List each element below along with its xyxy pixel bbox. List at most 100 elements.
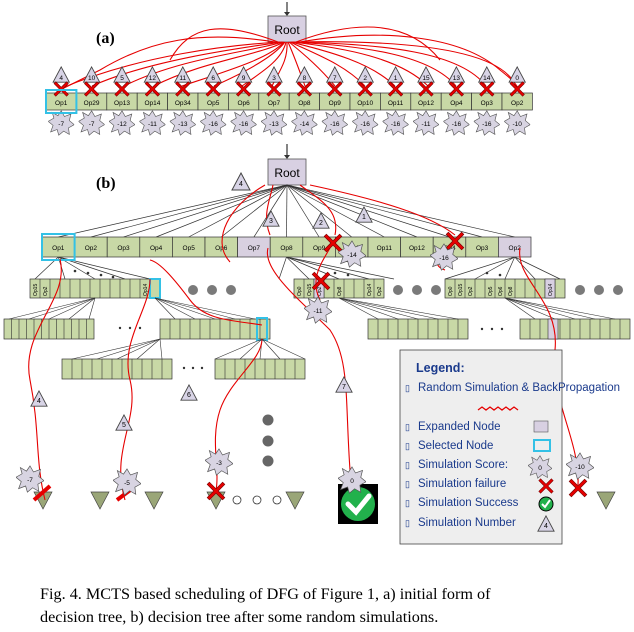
leaf-score-1: -5 xyxy=(124,480,130,487)
score-a: -16 xyxy=(360,121,370,128)
sim-number-a: 4 xyxy=(59,75,63,82)
sim-number-a: 11 xyxy=(179,75,186,82)
svg-text:▯: ▯ xyxy=(405,422,410,432)
legend-item-6: Simulation Number xyxy=(418,517,516,529)
op-cell-b[interactable]: Op2 xyxy=(74,236,108,258)
legend-item-2: Selected Node xyxy=(418,440,493,452)
op-cell-a[interactable]: Op12 xyxy=(410,92,442,111)
leaf-score-4: -10 xyxy=(575,464,585,471)
op-cell-b[interactable]: Op11 xyxy=(367,236,401,258)
sim-number-a: 8 xyxy=(303,75,307,82)
level2c-op-5: Op8 xyxy=(508,286,514,296)
op-cell-b[interactable]: Op7 xyxy=(237,236,271,258)
simulation-paths-a xyxy=(59,26,519,91)
sim-number-a: 3 xyxy=(272,75,276,82)
op-cell-b[interactable]: Op6 xyxy=(204,236,238,258)
op-cell-b[interactable]: Op12 xyxy=(400,236,434,258)
op-cell-a[interactable]: Op9 xyxy=(319,92,351,111)
sim-number-a: 6 xyxy=(211,75,215,82)
path-sim-2: 6 xyxy=(187,392,191,399)
level2b-op-0: Op0 xyxy=(297,286,303,296)
level2b-op-3: Op8 xyxy=(337,286,343,296)
leaf-score-2: -3 xyxy=(216,460,222,467)
caption-line-1: Fig. 4. MCTS based scheduling of DFG of … xyxy=(40,585,491,603)
op-cell-a[interactable]: Op34 xyxy=(167,92,199,111)
sim-number-a: 1 xyxy=(394,75,398,82)
ellipsis-circle xyxy=(272,495,282,505)
op-label-a: Op4 xyxy=(450,100,463,107)
sim-number-a: 2 xyxy=(363,75,367,82)
op-cell-a[interactable]: Op4 xyxy=(440,92,472,111)
op-cell-a[interactable]: Op8 xyxy=(288,92,320,111)
op-cell-a[interactable]: Op3 xyxy=(471,92,503,111)
legend-item-3: Simulation Score: xyxy=(418,459,508,471)
legend-title: Legend: xyxy=(416,361,465,375)
sim-number-a: 0 xyxy=(515,75,519,82)
level2-middle: Op0 Op15 Op2 Op8 Op14 Op2 xyxy=(293,278,385,299)
score-a: -14 xyxy=(300,121,310,128)
level2c-op-2: Op2 xyxy=(468,286,474,296)
op-cell-b[interactable]: Op8 xyxy=(269,236,304,258)
op-label-a: Op10 xyxy=(357,100,373,107)
root-node-b[interactable]: Root xyxy=(267,158,307,186)
legend-success-icon xyxy=(538,496,554,512)
ellipsis-dots xyxy=(73,269,502,279)
op-label-b: Op6 xyxy=(215,245,228,252)
score-a: -16 xyxy=(391,121,401,128)
l1-score-1: -16 xyxy=(439,255,449,262)
op-cell-b[interactable]: Op1 xyxy=(41,236,75,258)
op-cell-a[interactable]: Op14 xyxy=(136,92,168,111)
op-cell-b[interactable]: Op2 xyxy=(498,236,532,258)
op-cell-b[interactable]: Op5 xyxy=(172,236,206,258)
op-cell-a[interactable]: Op29 xyxy=(76,92,108,111)
op-label-b: Op3 xyxy=(476,245,489,252)
level3-group xyxy=(367,318,469,340)
collapsed-nodes-dots xyxy=(188,285,623,295)
l1-sim-number-1: 2 xyxy=(319,220,323,227)
tree-edges-b xyxy=(34,184,561,280)
sim-number-a: 5 xyxy=(120,75,124,82)
op-cell-a[interactable]: Op2 xyxy=(501,92,533,111)
level2c-op-0: Op0 xyxy=(448,286,454,296)
level4-groups xyxy=(61,326,504,467)
success-mark xyxy=(338,484,378,524)
leaf-score-3: 0 xyxy=(350,478,354,485)
op-cell-a[interactable]: Op11 xyxy=(380,92,412,111)
op-cell-a[interactable]: Op7 xyxy=(258,92,290,111)
leaf-node xyxy=(285,491,305,510)
score-a: -13 xyxy=(178,121,188,128)
op-cell-a[interactable]: Op1 xyxy=(45,92,77,111)
level3-group xyxy=(159,318,271,340)
level2-right: Op0 Op15 Op2 Op5 Op6 Op8 Op14 xyxy=(444,278,566,299)
score-a: -7 xyxy=(89,121,95,128)
sim-number-a: 12 xyxy=(149,75,157,82)
op-cell-a[interactable]: Op6 xyxy=(228,92,260,111)
sim-number-a: 10 xyxy=(88,75,96,82)
op-cell-a[interactable]: Op13 xyxy=(106,92,138,111)
op-cell-a[interactable]: Op10 xyxy=(349,92,381,111)
l1-score-0: -14 xyxy=(347,252,357,259)
leaf-node xyxy=(596,491,616,510)
op-label-b: Op4 xyxy=(150,245,163,252)
op-cell-a[interactable]: Op5 xyxy=(197,92,229,111)
level2a-op-0: Op15 xyxy=(33,284,39,296)
op-label-b: Op11 xyxy=(377,245,393,252)
legend-item-0: Random Simulation & BackPropagation xyxy=(418,382,620,394)
op-label-b: Op1 xyxy=(52,245,65,252)
leaf-node xyxy=(90,491,110,510)
ellipsis-circle xyxy=(232,495,242,505)
path-sim-1: 5 xyxy=(122,422,126,429)
op-cell-b[interactable]: Op4 xyxy=(139,236,173,258)
selected-node-a xyxy=(45,89,78,114)
level2b-op-4: Op14 xyxy=(367,284,373,296)
root-node-a[interactable]: Root xyxy=(267,15,307,43)
legend-item-5: Simulation Success xyxy=(418,497,519,509)
op-cell-b[interactable]: Op3 xyxy=(465,236,499,258)
op-label-b: Op2 xyxy=(85,245,98,252)
op-label-b: Op3 xyxy=(117,245,130,252)
op-cell-b[interactable]: Op3 xyxy=(106,236,141,258)
op-label-a: Op11 xyxy=(388,100,404,107)
op-label-a: Op13 xyxy=(114,100,130,107)
l1-sim-number-2: 1 xyxy=(362,214,366,221)
op-label-b: Op9 xyxy=(313,245,326,252)
